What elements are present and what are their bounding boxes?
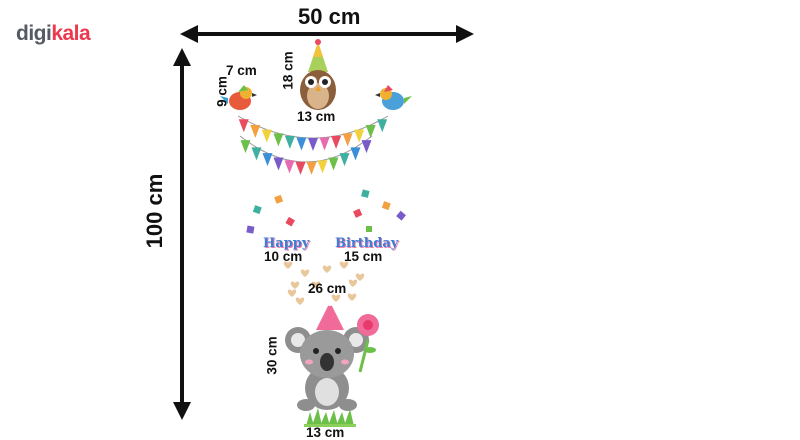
right-bird-sticker — [375, 85, 412, 110]
bunting-sticker — [237, 115, 389, 175]
bird-width-label: 7 cm — [226, 63, 257, 78]
hearts-width-label: 26 cm — [308, 281, 347, 296]
digikala-logo[interactable]: digikala — [16, 22, 91, 46]
width-arrow — [180, 25, 474, 43]
height-arrow — [173, 48, 191, 420]
logo-text-kala: kala — [51, 22, 91, 45]
hearts-sticker — [283, 261, 365, 305]
owl-height-label: 18 cm — [280, 51, 296, 90]
logo-text-digi: digi — [16, 22, 52, 45]
bird-height-label: 9 cm — [214, 76, 230, 107]
birthday-sticker: Birthday — [335, 236, 399, 251]
height-label: 100 cm — [142, 173, 167, 249]
koala-height-label: 30 cm — [264, 336, 280, 375]
owl-sticker — [300, 39, 336, 110]
grass-sticker — [304, 408, 356, 427]
birthday-width-label: 15 cm — [344, 249, 383, 264]
left-bird-sticker — [220, 85, 257, 110]
happy-sticker: Happy — [263, 236, 310, 251]
koala-sticker — [285, 298, 379, 411]
bunting-width-label: 13 cm — [297, 109, 336, 124]
width-label: 50 cm — [298, 4, 361, 29]
grass-width-label: 13 cm — [306, 425, 345, 440]
happy-width-label: 10 cm — [264, 249, 303, 264]
confetti-sticker — [246, 189, 406, 234]
